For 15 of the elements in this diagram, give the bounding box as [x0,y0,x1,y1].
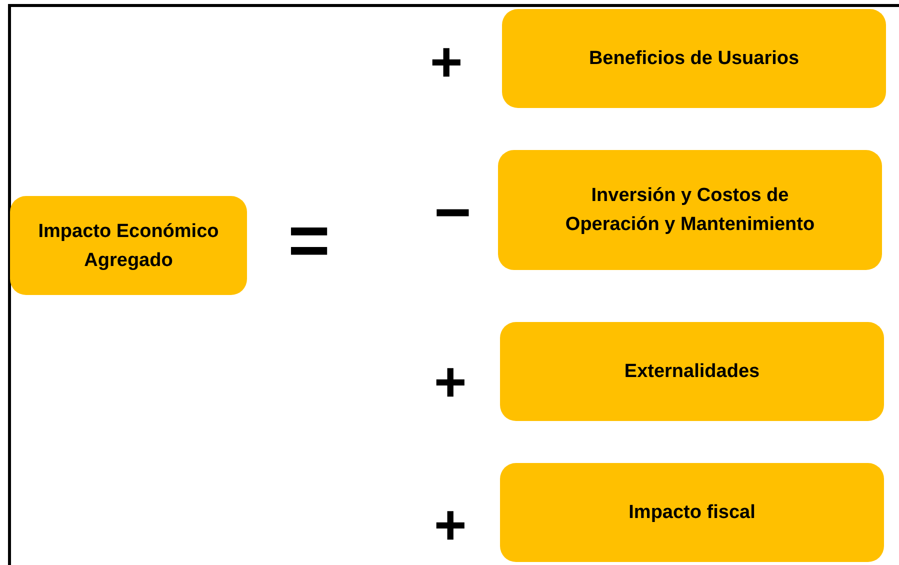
term-box [500,322,884,421]
term-box [502,9,886,108]
plus-sign: + [434,354,467,410]
result-box [10,196,247,295]
plus-sign: + [430,34,463,90]
box-text: Impacto fiscal [628,501,756,525]
box-text: Beneficios de Usuarios [588,47,800,71]
term-box [500,463,884,562]
minus-sign: − [434,180,472,244]
box-text: Impacto Económico Agregado [37,220,220,272]
plus-sign: + [434,497,467,553]
box-text: Inversión y Costos de Operación y Mantenimiento [564,184,816,237]
box-text: Externalidades [624,360,760,384]
equals-sign: = [288,205,330,277]
term-box [498,150,882,270]
